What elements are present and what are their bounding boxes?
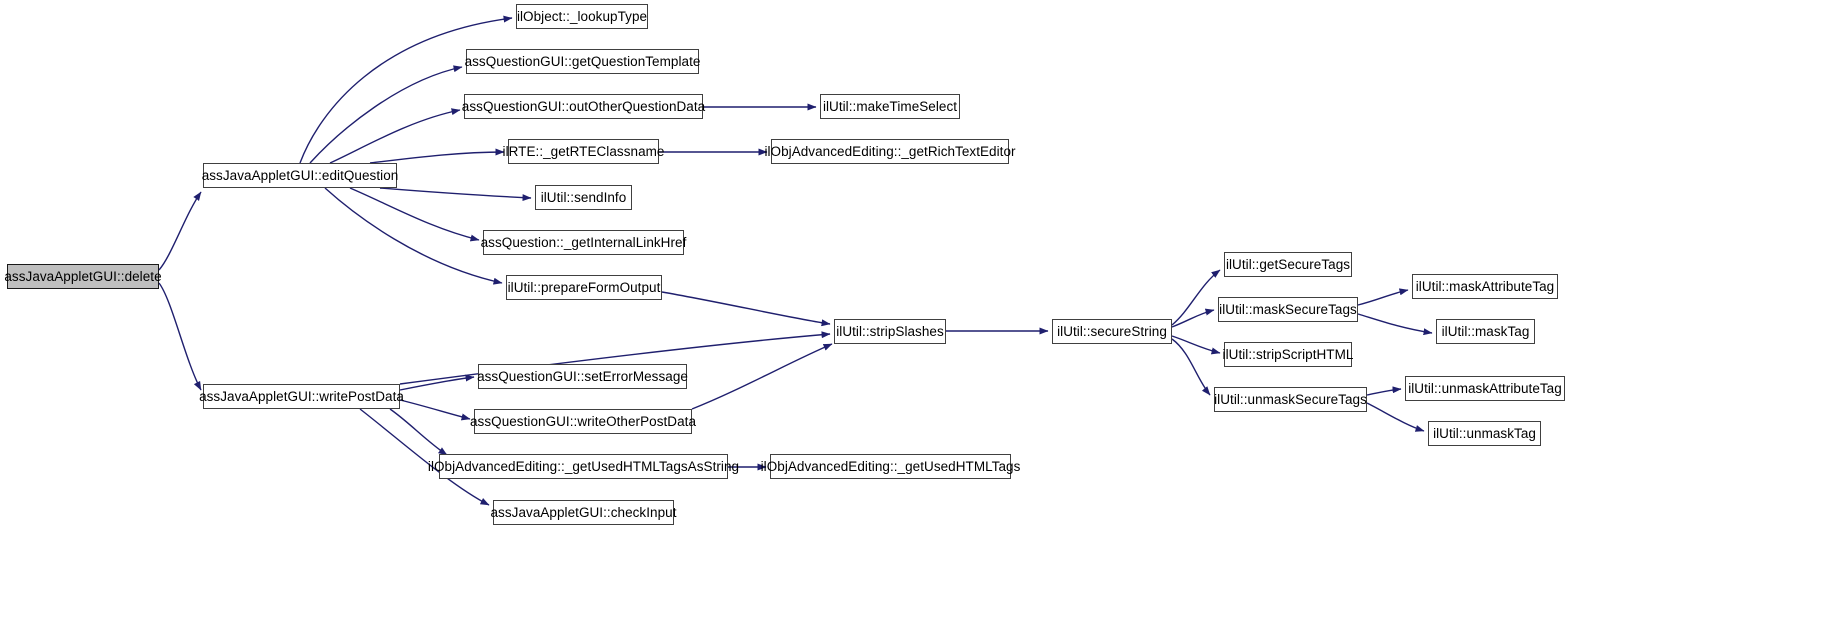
graph-node[interactable]: assJavaAppletGUI::editQuestion — [202, 163, 398, 188]
graph-node-label: assQuestionGUI::outOtherQuestionData — [461, 98, 706, 114]
graph-node-label: assQuestionGUI::getQuestionTemplate — [464, 53, 701, 69]
call-edge — [399, 374, 475, 391]
graph-node-label: assJavaAppletGUI::checkInput — [490, 504, 677, 520]
graph-node-label: ilUtil::maskSecureTags — [1219, 301, 1357, 317]
call-edge — [661, 291, 831, 327]
graph-node-label: ilUtil::secureString — [1057, 323, 1167, 339]
graph-node[interactable]: assQuestion::_getInternalLinkHref — [481, 230, 686, 255]
graph-node[interactable]: ilUtil::unmaskTag — [1428, 421, 1541, 446]
graph-node-label: ilUtil::unmaskSecureTags — [1214, 391, 1367, 407]
graph-node-label: assJavaAppletGUI::delete — [4, 268, 162, 284]
call-edge — [1357, 313, 1433, 336]
graph-node[interactable]: assJavaAppletGUI::writePostData — [199, 384, 404, 409]
graph-node[interactable]: ilObjAdvancedEditing::_getRichTextEditor — [764, 139, 1016, 164]
graph-node-label: ilUtil::maskTag — [1441, 323, 1530, 339]
graph-node[interactable]: ilUtil::makeTimeSelect — [820, 94, 960, 119]
graph-node[interactable]: ilUtil::stripSlashes — [834, 319, 946, 344]
graph-node[interactable]: ilUtil::sendInfo — [535, 185, 632, 210]
graph-node-label: ilUtil::unmaskAttributeTag — [1408, 380, 1562, 396]
graph-node-label: assJavaAppletGUI::editQuestion — [201, 167, 399, 183]
graph-node[interactable]: assQuestionGUI::getQuestionTemplate — [465, 49, 700, 74]
graph-node[interactable]: ilUtil::prepareFormOutput — [506, 275, 662, 300]
graph-node-label: assQuestion::_getInternalLinkHref — [480, 234, 687, 250]
graph-node[interactable]: ilUtil::maskAttributeTag — [1412, 274, 1558, 299]
graph-node-label: assQuestionGUI::setErrorMessage — [477, 368, 688, 384]
graph-node-label: ilUtil::sendInfo — [540, 189, 627, 205]
call-edge — [691, 343, 833, 410]
graph-node-label: ilObjAdvancedEditing::_getUsedHTMLTags — [760, 458, 1021, 474]
call-edge — [349, 187, 480, 242]
graph-node[interactable]: ilUtil::unmaskSecureTags — [1214, 387, 1367, 412]
graph-node[interactable]: assQuestionGUI::writeOtherPostData — [470, 409, 696, 434]
graph-node[interactable]: ilUtil::unmaskAttributeTag — [1405, 376, 1565, 401]
graph-node-label: ilObjAdvancedEditing::_getRichTextEditor — [764, 143, 1016, 159]
graph-node[interactable]: ilRTE::_getRTEClassname — [503, 139, 664, 164]
graph-node[interactable]: assQuestionGUI::setErrorMessage — [477, 364, 688, 389]
graph-node[interactable]: ilUtil::secureString — [1052, 319, 1172, 344]
graph-node-label: ilUtil::getSecureTags — [1225, 256, 1351, 272]
graph-node[interactable]: ilObjAdvancedEditing::_getUsedHTMLTags — [761, 454, 1020, 479]
graph-node[interactable]: ilUtil::maskSecureTags — [1218, 297, 1358, 322]
graph-node-label: ilObject::_lookupType — [516, 8, 648, 24]
graph-node-label: ilObjAdvancedEditing::_getUsedHTMLTagsAs… — [427, 458, 740, 474]
graph-node-label: assQuestionGUI::writeOtherPostData — [469, 413, 697, 429]
graph-node[interactable]: assJavaAppletGUI::checkInput — [491, 500, 676, 525]
call-edge — [329, 108, 461, 164]
graph-node[interactable]: ilUtil::maskTag — [1436, 319, 1535, 344]
graph-node-label: ilUtil::prepareFormOutput — [507, 279, 661, 295]
graph-node[interactable]: ilUtil::stripScriptHTML — [1223, 342, 1353, 367]
graph-node-label: ilUtil::makeTimeSelect — [822, 98, 958, 114]
call-edge — [1171, 308, 1215, 328]
graph-node-label: ilRTE::_getRTEClassname — [502, 143, 665, 159]
call-edge — [1366, 402, 1425, 432]
graph-node[interactable]: ilUtil::getSecureTags — [1224, 252, 1352, 277]
call-edge — [1171, 269, 1221, 326]
graph-node[interactable]: ilObject::_lookupType — [516, 4, 648, 29]
call-edge — [1171, 338, 1211, 396]
graph-node-label: ilUtil::unmaskTag — [1433, 425, 1536, 441]
call-edge — [379, 187, 532, 202]
graph-node[interactable]: assQuestionGUI::outOtherQuestionData — [462, 94, 705, 119]
graph-node-label: ilUtil::stripSlashes — [836, 323, 944, 339]
graph-node-label: assJavaAppletGUI::writePostData — [199, 388, 404, 404]
call-edge — [158, 282, 202, 391]
call-edge — [389, 408, 448, 456]
graph-node-root[interactable]: assJavaAppletGUI::delete — [4, 264, 162, 289]
call-edge — [309, 65, 463, 164]
call-edge — [299, 15, 513, 164]
call-edge — [158, 191, 202, 271]
graph-node-label: ilUtil::stripScriptHTML — [1222, 346, 1354, 362]
graph-node-label: ilUtil::maskAttributeTag — [1415, 278, 1555, 294]
call-edge — [369, 148, 505, 164]
graph-node[interactable]: ilObjAdvancedEditing::_getUsedHTMLTagsAs… — [428, 454, 739, 479]
